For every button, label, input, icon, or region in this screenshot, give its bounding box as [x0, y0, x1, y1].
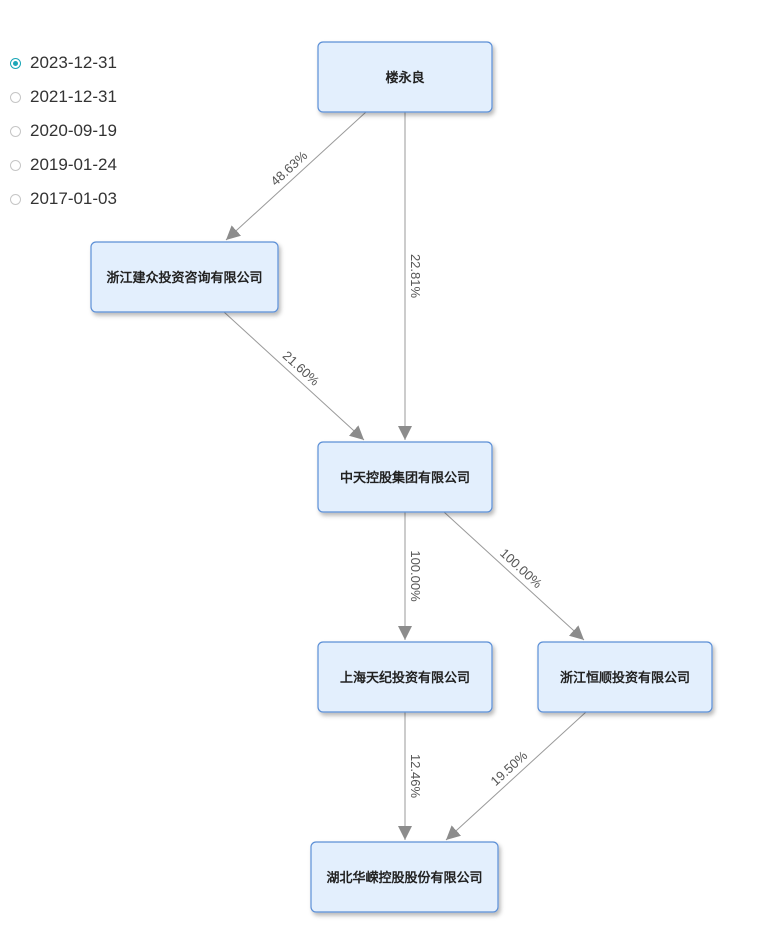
- date-selector: 2023-12-31 2021-12-31 2020-09-19 2019-01…: [10, 46, 117, 216]
- date-option[interactable]: 2019-01-24: [10, 148, 117, 182]
- entity-node-box[interactable]: [310, 841, 499, 913]
- entity-node-label: 浙江建众投资咨询有限公司: [106, 270, 262, 285]
- entity-node[interactable]: 中天控股集团有限公司: [317, 441, 493, 513]
- entity-node-box[interactable]: [317, 41, 493, 113]
- edge-share-label: 12.46%: [408, 754, 423, 799]
- date-label: 2019-01-24: [30, 155, 117, 174]
- entity-node-label: 浙江恒顺投资有限公司: [560, 670, 690, 685]
- entity-node-box[interactable]: [90, 241, 279, 313]
- radio-icon[interactable]: [10, 193, 21, 205]
- entity-node-box[interactable]: [317, 441, 493, 513]
- entity-node[interactable]: 浙江建众投资咨询有限公司: [90, 241, 279, 313]
- date-label: 2023-12-31: [30, 53, 117, 72]
- radio-icon[interactable]: [10, 159, 21, 171]
- edge-share-label: 100.00%: [408, 550, 423, 602]
- date-label: 2021-12-31: [30, 87, 117, 106]
- date-label: 2017-01-03: [30, 189, 117, 208]
- edge-arrow: [223, 311, 365, 441]
- entity-node-label: 楼永良: [385, 70, 424, 85]
- entity-node[interactable]: 湖北华嵘控股股份有限公司: [310, 841, 499, 913]
- entity-node-box[interactable]: [537, 641, 713, 713]
- radio-icon[interactable]: [10, 91, 21, 103]
- edge-share-label: 100.00%: [497, 545, 545, 591]
- date-option[interactable]: 2021-12-31: [10, 80, 117, 114]
- entity-node[interactable]: 楼永良: [317, 41, 493, 113]
- entity-node[interactable]: 浙江恒顺投资有限公司: [537, 641, 713, 713]
- radio-icon[interactable]: [10, 125, 21, 137]
- date-label: 2020-09-19: [30, 121, 117, 140]
- date-option[interactable]: 2017-01-03: [10, 182, 117, 216]
- entity-node[interactable]: 上海天纪投资有限公司: [317, 641, 493, 713]
- radio-icon[interactable]: [10, 57, 21, 69]
- entity-node-label: 湖北华嵘控股股份有限公司: [326, 870, 482, 885]
- edge-arrow: [443, 511, 585, 641]
- date-option[interactable]: 2023-12-31: [10, 46, 117, 80]
- edge-share-label: 22.81%: [408, 254, 423, 299]
- entity-node-box[interactable]: [317, 641, 493, 713]
- entity-node-label: 中天控股集团有限公司: [340, 470, 470, 485]
- entity-node-label: 上海天纪投资有限公司: [340, 670, 470, 685]
- edge-arrow: [225, 111, 367, 241]
- edge-arrow: [445, 711, 587, 841]
- date-option[interactable]: 2020-09-19: [10, 114, 117, 148]
